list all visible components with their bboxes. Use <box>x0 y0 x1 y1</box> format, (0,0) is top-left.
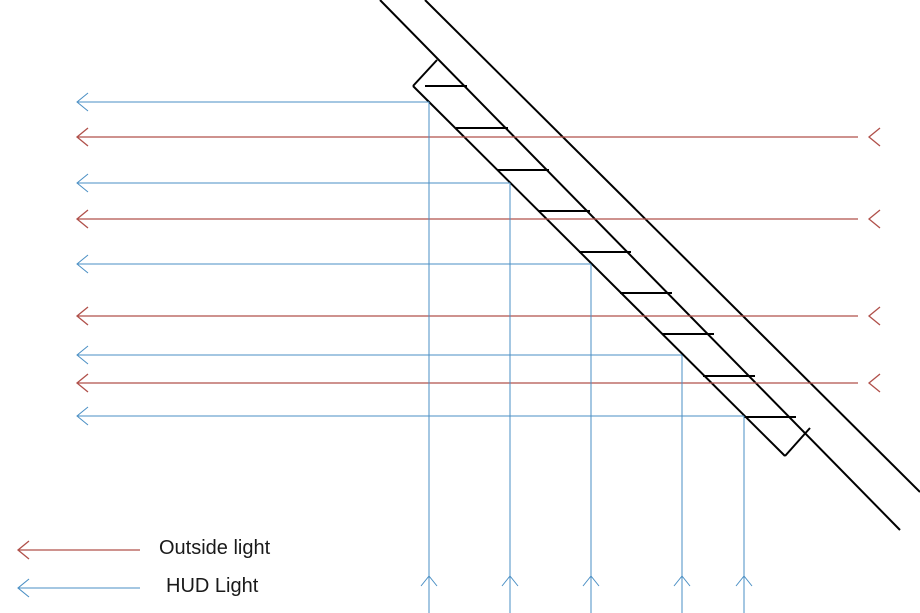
outside-light-ray <box>75 306 881 326</box>
outside-light-ray <box>75 127 881 147</box>
legend-hud-light-swatch <box>17 578 140 598</box>
legend-outside-light-swatch <box>16 540 140 560</box>
hud-light-ray <box>76 406 753 613</box>
legend <box>16 540 140 598</box>
combiner-lower-edge <box>412 85 786 457</box>
hud-light-ray <box>76 92 438 613</box>
windshield-outer-edge <box>424 0 920 493</box>
combiner <box>412 59 811 457</box>
outside-light-ray <box>75 373 881 393</box>
hud-light-rays <box>76 92 753 613</box>
legend-outside-light-label: Outside light <box>159 537 271 559</box>
outside-light-rays <box>75 127 881 393</box>
combiner-bottom-cap <box>784 427 811 457</box>
combiner-top-cap <box>412 59 438 87</box>
outside-light-ray <box>75 209 881 229</box>
legend-hud-light-label: HUD Light <box>166 575 259 597</box>
hud-light-ray <box>76 173 519 613</box>
hud-light-ray <box>76 254 600 613</box>
windshield-inner-edge <box>379 0 901 531</box>
windshield <box>379 0 920 531</box>
hud-light-ray <box>76 345 691 613</box>
